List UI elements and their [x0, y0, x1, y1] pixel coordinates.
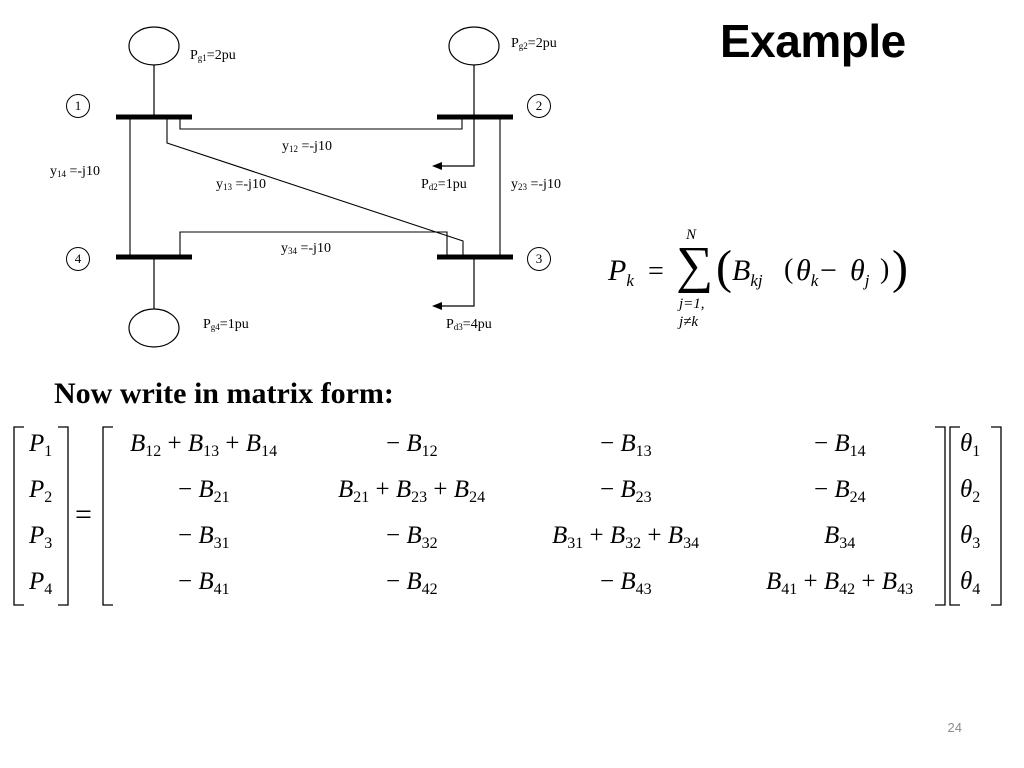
theta-entry-3: θ3 [960, 522, 981, 552]
line-1-3-label: y13 =-j10 [216, 177, 266, 192]
theta-entry-1: θ1 [960, 430, 981, 460]
matrix-entry-3-3: B31 + B32 + B34 [552, 522, 700, 552]
matrix-entry-3-1: − B31 [178, 522, 230, 552]
matrix-equals: = [75, 498, 92, 531]
bus-number-1: 1 [66, 94, 90, 118]
matrix-entry-1-3: − B13 [600, 430, 652, 460]
bus-number-2: 2 [527, 94, 551, 118]
load-3-label: Pd3=4pu [446, 317, 492, 332]
bus-number-4: 4 [66, 247, 90, 271]
theta-entry-4: θ4 [960, 568, 981, 598]
generator-4-label: Pg4=1pu [203, 317, 249, 332]
matrix-entry-2-3: − B23 [600, 476, 652, 506]
matrix-entry-1-1: B12 + B13 + B14 [130, 430, 278, 460]
page-number: 24 [947, 720, 962, 735]
matrix-entry-1-4: − B14 [814, 430, 866, 460]
theta-entry-2: θ2 [960, 476, 981, 506]
matrix-entry-4-3: − B43 [600, 568, 652, 598]
generator-2-label: Pg2=2pu [511, 36, 557, 51]
line-3-4-label: y34 =-j10 [281, 241, 331, 256]
line-2-3-label: y23 =-j10 [511, 177, 561, 192]
matrix-entry-4-2: − B42 [386, 568, 438, 598]
line-1-2 [179, 117, 463, 130]
load-2-label: Pd2=1pu [421, 177, 467, 192]
matrix-entry-2-2: B21 + B23 + B24 [338, 476, 486, 506]
matrix-entry-4-4: B41 + B42 + B43 [766, 568, 914, 598]
load-3-arrow [438, 257, 475, 307]
matrix-entry-2-1: − B21 [178, 476, 230, 506]
line-3-4 [179, 231, 448, 257]
generator-1-label: Pg1=2pu [190, 48, 236, 63]
bus-number-3: 3 [527, 247, 551, 271]
line-1-4-label: y14 =-j10 [50, 164, 100, 179]
matrix-entry-1-2: − B12 [386, 430, 438, 460]
summation-sign: ∑ [676, 237, 714, 294]
lhs-entry-2: P2 [29, 476, 53, 506]
subheading: Now write in matrix form: [54, 377, 394, 410]
slide-title: Example [720, 15, 906, 67]
matrix-entry-3-2: − B32 [386, 522, 438, 552]
matrix-entry-2-4: − B24 [814, 476, 866, 506]
load-2-arrow [438, 117, 475, 167]
lhs-entry-4: P4 [29, 568, 53, 598]
lhs-entry-1: P1 [29, 430, 53, 460]
line-1-3 [166, 117, 464, 257]
line-1-2-label: y12 =-j10 [282, 139, 332, 154]
lhs-entry-3: P3 [29, 522, 53, 552]
matrix-entry-3-4: B34 [824, 522, 856, 552]
matrix-entry-4-1: − B41 [178, 568, 230, 598]
